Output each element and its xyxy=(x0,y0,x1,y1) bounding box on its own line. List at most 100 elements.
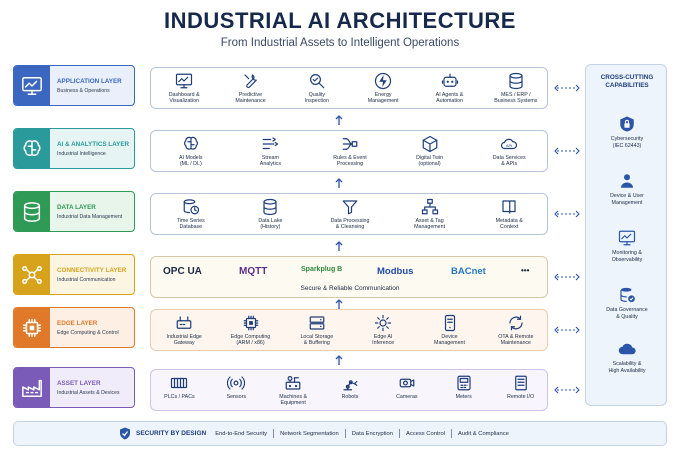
layer-subtitle: Industrial Intelligence xyxy=(57,150,106,157)
database-icon xyxy=(23,201,41,222)
component-label: Edge Computing(ARM / x86) xyxy=(230,334,271,347)
component: Data Lake(History) xyxy=(237,198,303,231)
protocol-logo: BACnet xyxy=(451,266,486,277)
component-label: Robots xyxy=(341,394,359,400)
chip-icon xyxy=(243,315,258,331)
bidirectional-arrow-icon xyxy=(554,147,580,155)
layer-label: APPLICATION LAYER Business & Operations xyxy=(13,65,135,106)
capability-label: Scalability &High Availability xyxy=(608,361,646,374)
protocol-logo: MQTT xyxy=(239,266,268,277)
diagram-title: INDUSTRIAL AI ARCHITECTURE xyxy=(164,8,516,33)
book-icon xyxy=(502,200,516,214)
up-arrow-icon xyxy=(335,240,343,251)
shield-icon xyxy=(120,427,130,440)
protocol-logo: Sparkplug B xyxy=(301,266,343,273)
timeseries-db-icon xyxy=(183,199,199,215)
factory-icon xyxy=(22,379,42,397)
cube-icon xyxy=(422,135,437,153)
component-label: PLCs / PACs xyxy=(164,394,195,400)
remote-io-icon xyxy=(514,375,527,391)
security-footer: SECURITY BY DESIGN End-to-End Security N… xyxy=(13,421,667,446)
tablet-icon xyxy=(444,314,455,332)
robot-icon xyxy=(441,73,458,87)
component: Remote I/O xyxy=(488,374,554,400)
protocol-logo: Modbus xyxy=(377,266,414,277)
component: PLCs / PACs xyxy=(146,374,212,400)
monitor-chart-icon xyxy=(22,76,42,95)
cloud-icon xyxy=(618,343,636,355)
footer-divider xyxy=(273,429,275,438)
capability-label: Data Governance& Quality xyxy=(606,307,648,320)
layer-subtitle: Business & Operations xyxy=(57,87,110,94)
up-arrow-icon xyxy=(335,355,343,365)
users-icon xyxy=(621,174,633,188)
component: Digital Twin(optional) xyxy=(397,135,463,168)
monitor-chart-icon xyxy=(618,230,636,246)
component: API Data Services& APIs xyxy=(476,135,542,168)
component: Meters xyxy=(431,374,497,400)
component-label: AI Models(ML / DL) xyxy=(179,155,203,168)
component: Robots xyxy=(317,374,383,400)
rules-icon xyxy=(342,138,358,150)
component-label: Meters xyxy=(455,394,472,400)
component: Data Processing& Cleansing xyxy=(317,198,383,231)
component: Cameras xyxy=(374,374,440,400)
camera-icon xyxy=(399,378,415,388)
component-label: Local Storage& Buffering xyxy=(300,334,334,347)
component: AI Agents &Automation xyxy=(417,72,483,105)
robot-arm-icon xyxy=(343,380,358,391)
lightning-icon xyxy=(375,72,392,90)
capability-item: Cybersecurity(IEC 62443) xyxy=(586,115,668,149)
component: MES / ERP /Business Systems xyxy=(483,72,549,105)
component-label: Data Services& APIs xyxy=(492,155,526,168)
cloud-api-icon: API xyxy=(501,138,518,150)
network-icon xyxy=(22,265,42,284)
monitor-chart-icon xyxy=(176,73,193,89)
connectivity-note: Secure & Reliable Communication xyxy=(300,285,400,292)
gateway-icon xyxy=(176,316,192,329)
refresh-icon xyxy=(509,315,523,331)
component-label: Cameras xyxy=(396,394,418,400)
stream-icon xyxy=(263,137,279,150)
component-label: Digital Twin(optional) xyxy=(416,155,444,168)
funnel-icon xyxy=(342,200,358,215)
component-label: Data Processing& Cleansing xyxy=(330,218,370,231)
chip-icon xyxy=(23,318,41,337)
layer-name: DATA LAYER xyxy=(57,203,96,211)
layer-subtitle: Industrial Communication xyxy=(57,276,116,283)
footer-item: Audit & Compliance xyxy=(457,430,509,437)
layer-icon-badge xyxy=(14,192,50,231)
gear-brain-icon xyxy=(375,314,392,332)
meter-icon xyxy=(457,375,471,391)
layer-subtitle: Industrial Data Management xyxy=(57,213,123,220)
machine-icon xyxy=(285,376,301,390)
protocol-logo: OPC UA xyxy=(163,266,202,277)
layer-name: APPLICATION LAYER xyxy=(57,77,122,85)
diagram-subtitle: From Industrial Assets to Intelligent Op… xyxy=(220,37,460,49)
component: Local Storage& Buffering xyxy=(284,314,350,347)
layer-label: DATA LAYER Industrial Data Management xyxy=(13,191,135,232)
layer-icon-badge xyxy=(14,308,50,347)
brain-icon xyxy=(183,136,198,150)
up-arrow-icon xyxy=(335,177,343,188)
component: Machines &Equipment xyxy=(260,374,326,407)
